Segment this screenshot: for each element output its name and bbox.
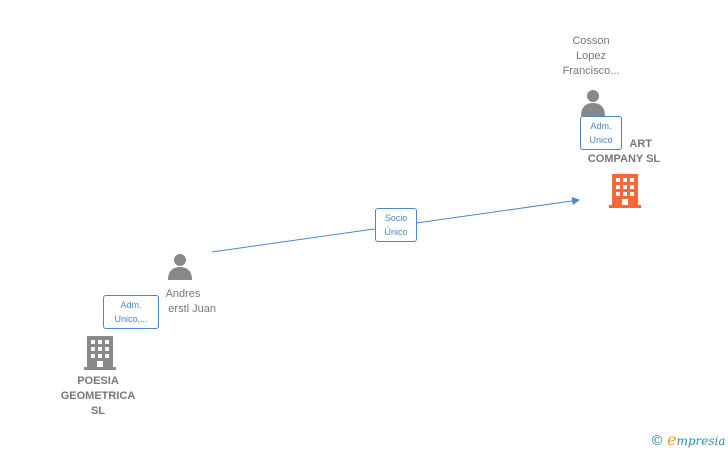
person-icon[interactable] — [579, 88, 607, 116]
person-label-andres: Andres erstl Juan — [165, 288, 216, 315]
company-label-art-company: ART COMPANY SL — [587, 138, 661, 165]
relation-badge-cosson-adm[interactable]: Adm. Unico — [580, 116, 622, 150]
building-icon[interactable] — [609, 172, 641, 208]
empresia-watermark: ©empresia — [650, 430, 726, 449]
person-icon[interactable] — [166, 252, 194, 280]
copyright-icon: © — [650, 433, 664, 449]
person-label-cosson: Cosson Lopez Francisco... — [562, 35, 620, 77]
relation-badge-socio-unico[interactable]: Socio Único — [375, 208, 417, 242]
company-label-poesia: POESIA GEOMETRICA SL — [60, 375, 136, 417]
relation-badge-andres-adm[interactable]: Adm. Unico,... — [103, 295, 159, 329]
building-icon[interactable] — [84, 334, 116, 370]
